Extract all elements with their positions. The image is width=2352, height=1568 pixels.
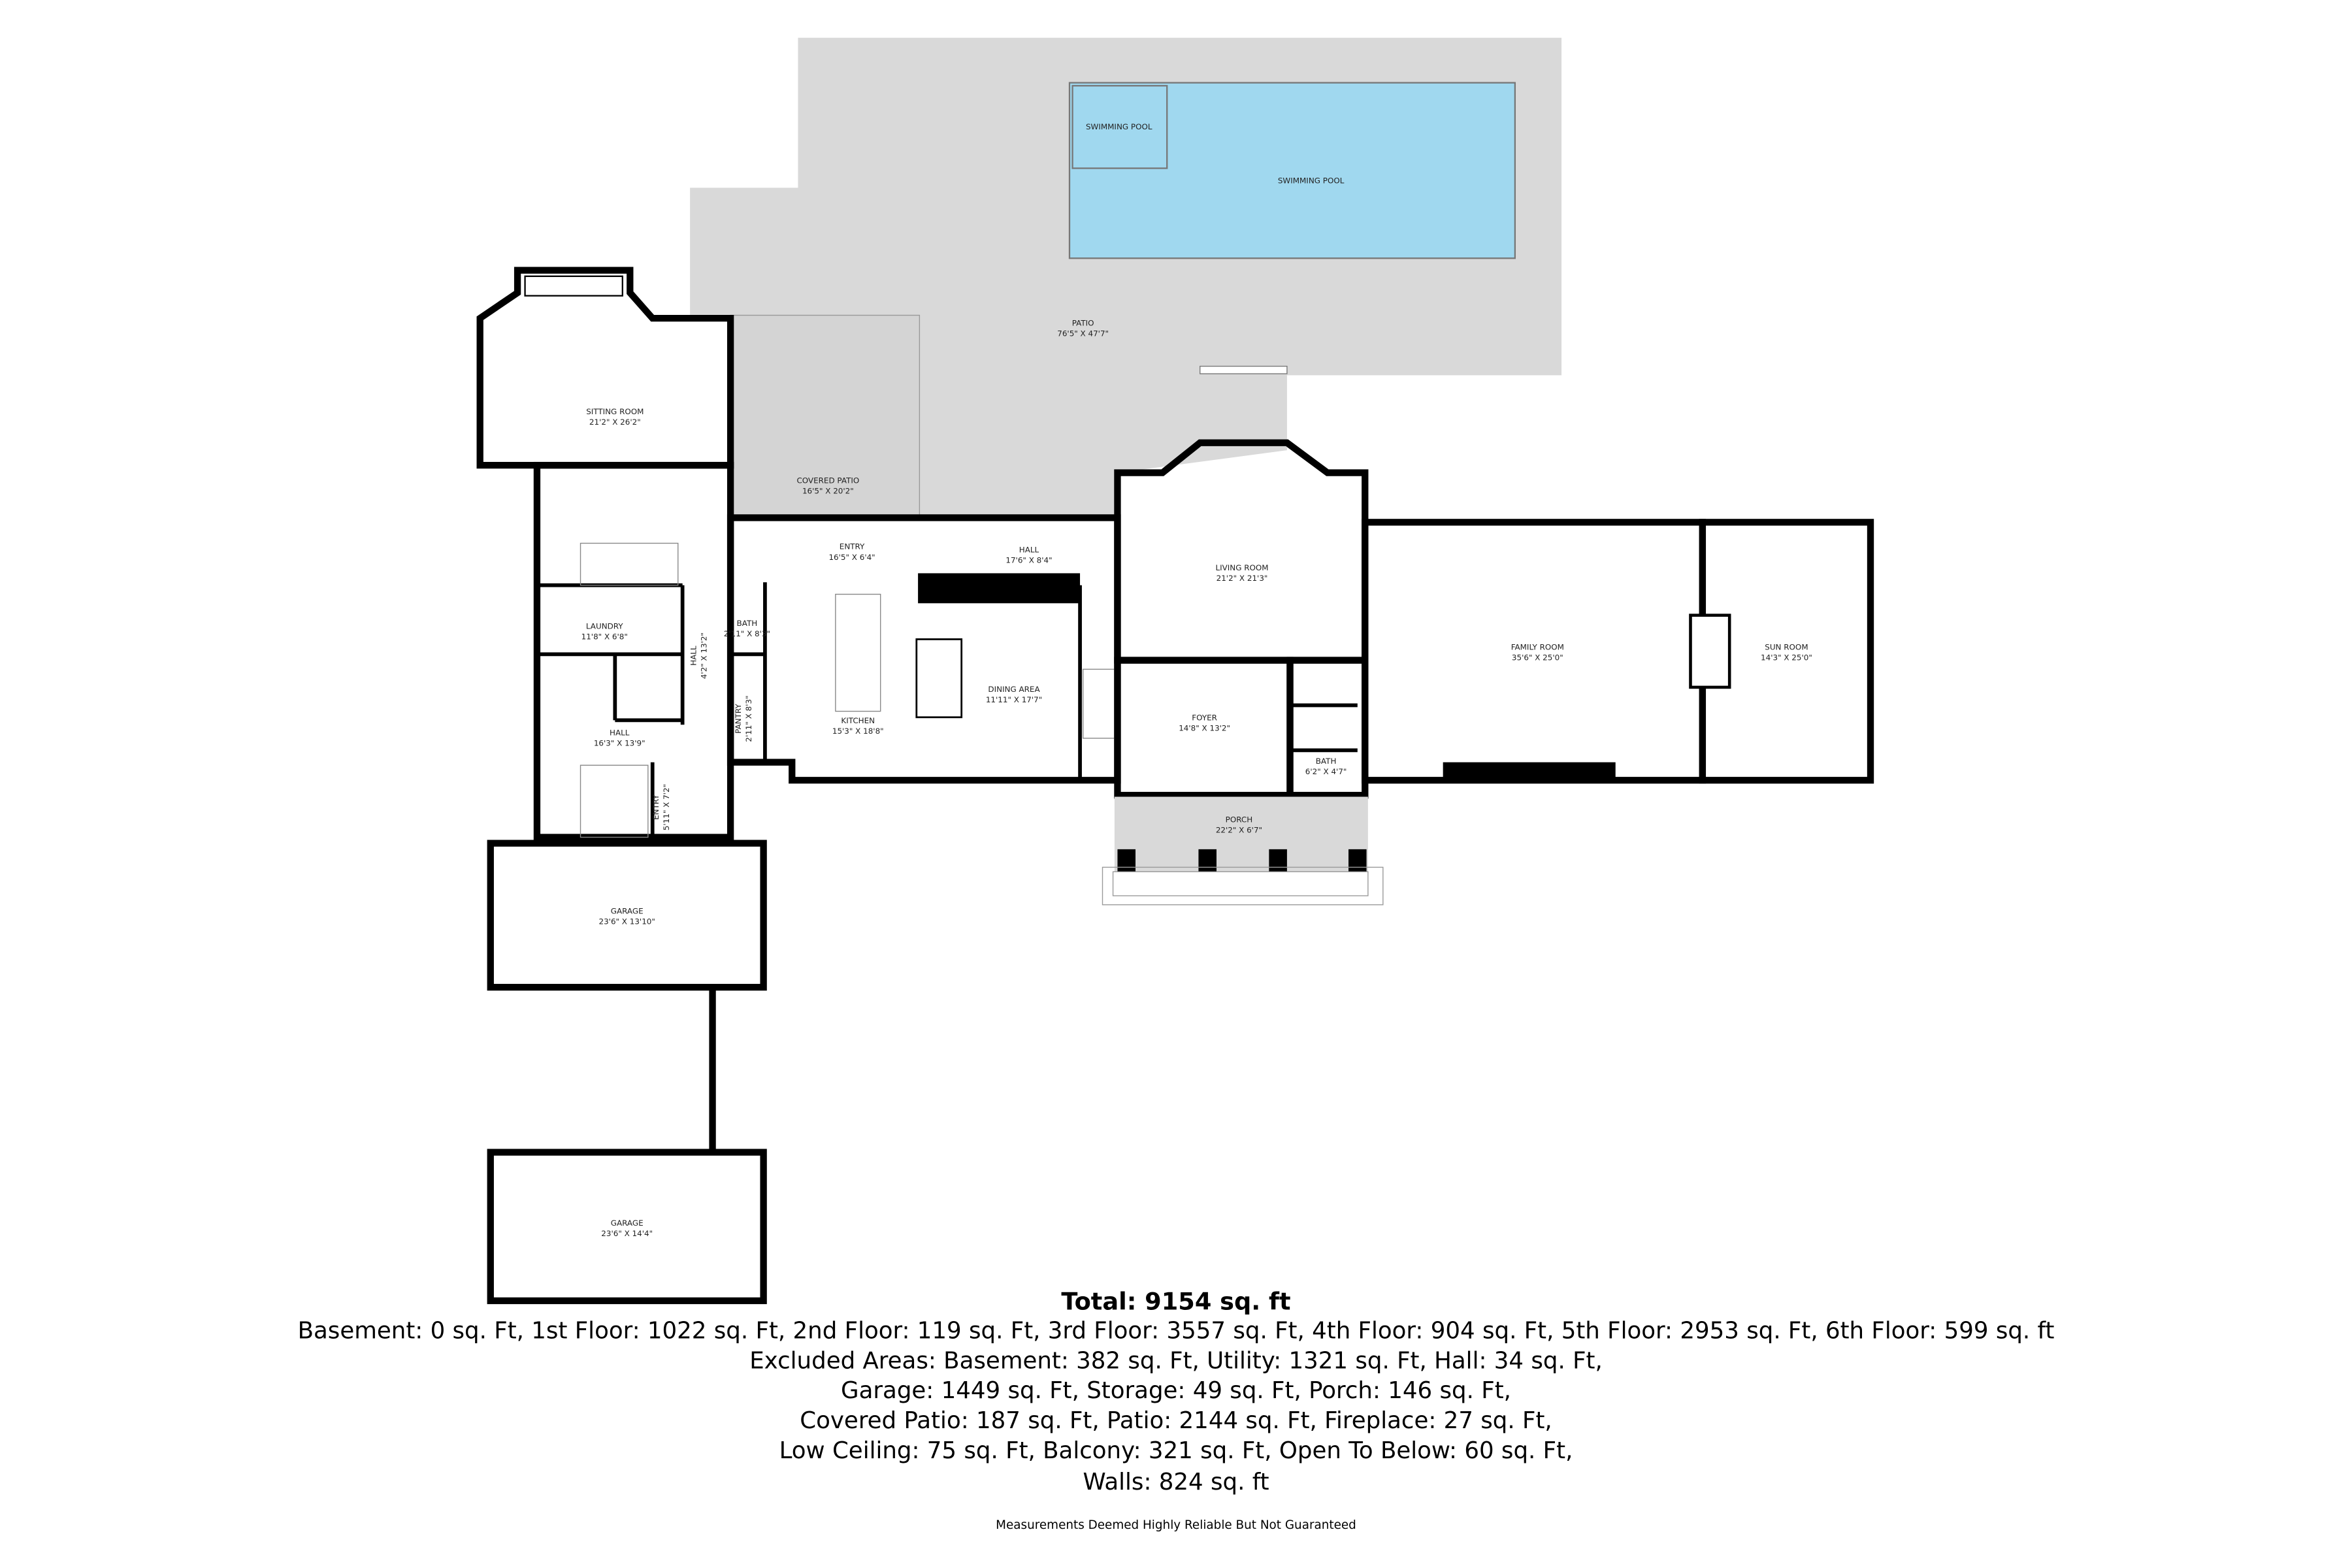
room-dims: 22'2" X 6'7" (1216, 826, 1262, 835)
room-name: HALL (689, 645, 698, 666)
room-name: HALL (1019, 545, 1039, 554)
porch-steps (1102, 866, 1384, 906)
stairs-icon (580, 764, 649, 838)
sitting-room-walls (476, 267, 734, 469)
room-name: PATIO (1072, 319, 1094, 328)
covered-patio-area (730, 314, 921, 519)
room-dims: 21'2" X 21'3" (1217, 574, 1268, 583)
fireplace-icon (524, 275, 623, 297)
room-dims: 76'5" X 47'7" (1057, 329, 1109, 338)
room-name: DINING AREA (988, 685, 1040, 694)
room-dims: 17'6" X 8'4" (1005, 555, 1052, 564)
room-dims: 11'11" X 17'7" (986, 695, 1042, 704)
room-dims: 14'3" X 25'0" (1761, 653, 1812, 662)
room-dims: 35'6" X 25'0" (1512, 653, 1563, 662)
patio-step (1200, 365, 1288, 374)
room-name: LIVING ROOM (1215, 563, 1268, 572)
porch-area (1114, 796, 1368, 872)
porch-column (1117, 849, 1136, 872)
summary-line: Walls: 824 sq. ft (1083, 1469, 1269, 1495)
room-name: BATH (1316, 757, 1337, 766)
kitchen-island (835, 593, 881, 712)
porch-steps (1112, 871, 1369, 896)
summary-line: Low Ceiling: 75 sq. Ft, Balcony: 321 sq.… (779, 1437, 1573, 1464)
room-labels: SWIMMING POOL SWIMMING POOL PATIO 76'5" … (581, 122, 1812, 1238)
room-dims: 23'6" X 14'4" (601, 1229, 653, 1238)
room-name: LAUNDRY (586, 621, 623, 630)
room-name: SUN ROOM (1765, 643, 1808, 652)
room-dims: 23'6" X 13'10" (599, 917, 655, 926)
room-dims: 15'3" X 18'8" (832, 727, 884, 736)
porch-column (1269, 849, 1287, 872)
room-dims: 6'2" X 4'7" (1305, 767, 1347, 776)
partition-wall (918, 573, 1081, 604)
room-name: GARAGE (611, 1218, 644, 1228)
summary-line: Basement: 0 sq. Ft, 1st Floor: 1022 sq. … (298, 1317, 2055, 1344)
room-name: SWIMMING POOL (1086, 122, 1152, 131)
room-name: PORCH (1226, 815, 1253, 825)
garage-2-walls (487, 1149, 767, 1305)
area-summary: Total: 9154 sq. ft Basement: 0 sq. Ft, 1… (298, 1288, 2055, 1532)
room-name: HALL (610, 728, 630, 737)
room-dims: 2'11" X 8'3" (724, 629, 770, 638)
room-name: KITCHEN (841, 716, 875, 725)
garage-1-walls (487, 840, 767, 991)
room-dims: 16'5" X 6'4" (828, 553, 875, 562)
room-dims: 2'11" X 8'3" (744, 696, 753, 742)
room-name: FAMILY ROOM (1511, 643, 1564, 652)
room-dims: 4'2" X 13'2" (699, 632, 708, 679)
room-name: ENTRY (651, 794, 661, 820)
room-name: SWIMMING POOL (1278, 176, 1345, 185)
room-name: BATH (737, 619, 758, 628)
stairs-icon (580, 542, 679, 586)
living-room-walls (1114, 439, 1369, 664)
range-fireplace (915, 638, 963, 719)
summary-line: Excluded Areas: Basement: 382 sq. Ft, Ut… (749, 1347, 1603, 1374)
room-dims: 16'5" X 20'2" (802, 487, 854, 496)
room-dims: 5'11" X 7'2" (662, 784, 671, 830)
room-dims: 11'8" X 6'8" (581, 632, 628, 641)
room-dims: 21'2" X 26'2" (589, 417, 641, 427)
porch-column (1198, 849, 1217, 872)
total-area: Total: 9154 sq. ft (1061, 1288, 1290, 1316)
stairs-icon (1082, 668, 1119, 739)
room-name: FOYER (1192, 713, 1217, 722)
room-name: PANTRY (734, 704, 743, 734)
room-dims: 14'8" X 13'2" (1179, 723, 1230, 732)
swimming-pool-spa (1071, 85, 1168, 169)
room-name: GARAGE (611, 907, 644, 916)
summary-line: Garage: 1449 sq. Ft, Storage: 49 sq. Ft,… (841, 1377, 1511, 1404)
disclaimer: Measurements Deemed Highly Reliable But … (996, 1518, 1356, 1532)
room-name: SITTING ROOM (586, 407, 644, 416)
wall-mass (1443, 762, 1616, 781)
room-name: ENTRY (840, 542, 865, 551)
fireplace-icon (1689, 613, 1731, 689)
room-name: COVERED PATIO (796, 476, 859, 485)
room-dims: 16'3" X 13'9" (594, 738, 645, 747)
summary-line: Covered Patio: 187 sq. Ft, Patio: 2144 s… (800, 1407, 1552, 1434)
porch-column (1348, 849, 1367, 872)
